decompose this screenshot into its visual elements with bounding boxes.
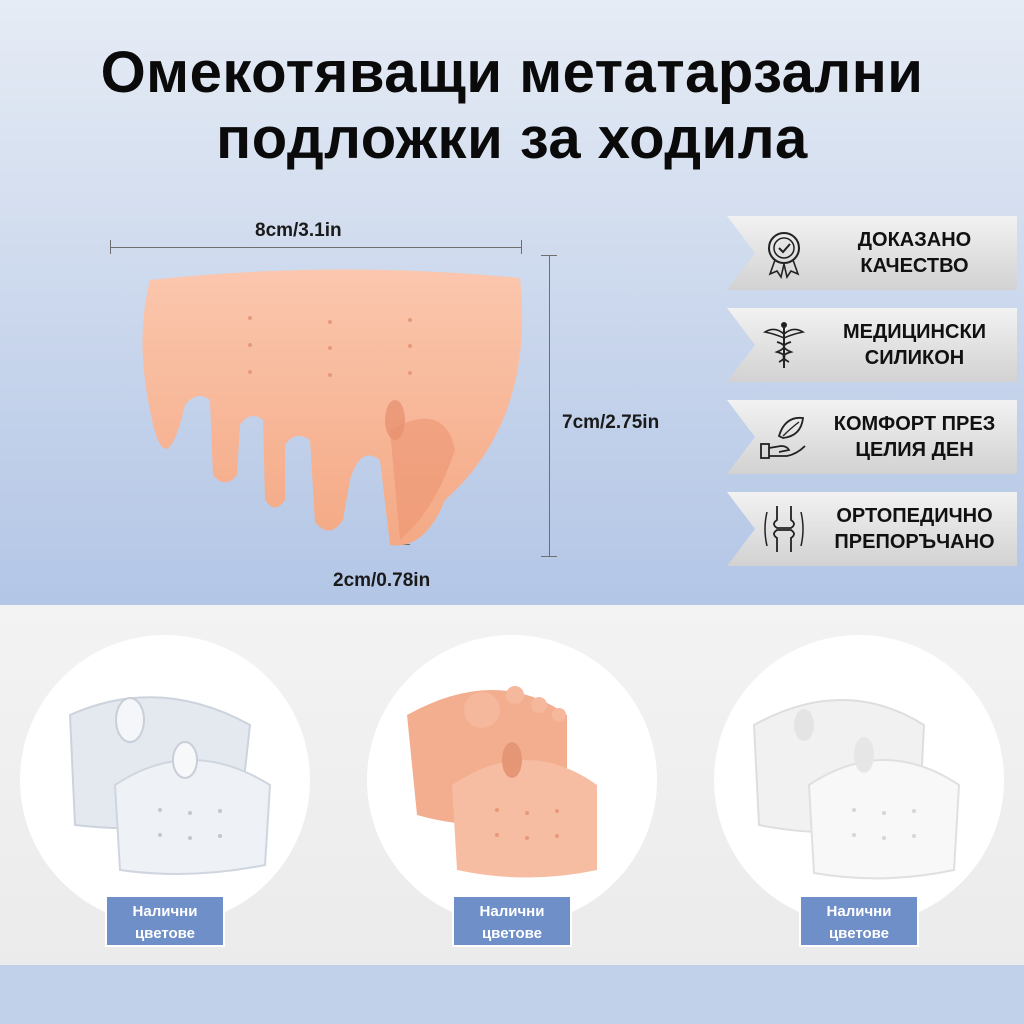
beige-pad-pair-illustration [407,686,597,878]
badge-line-2: ЦЕЛИЯ ДЕН [855,439,974,461]
badge-orthopedic-recommended: ОРТОПЕДИЧНО ПРЕПОРЪЧАНО [727,492,1017,566]
badge-text: ОРТОПЕДИЧНО ПРЕПОРЪЧАНО [817,492,1012,566]
badge-ribbon [727,492,1017,566]
badge-line-1: ДОКАЗАНО [857,229,972,251]
quality-seal-icon [768,232,800,279]
badge-text: КОМФОРТ ПРЕЗ ЦЕЛИЯ ДЕН [817,400,1012,474]
pill-line-2: цветове [134,925,196,942]
badge-text: МЕДИЦИНСКИ СИЛИКОН [817,308,1012,382]
variant-clear[interactable] [20,635,310,925]
gap-dimension-label: 2cm/0.78in [333,570,431,591]
pill-line-2: цветове [828,925,890,942]
height-dimension-line [549,255,550,557]
badge-line-1: ОРТОПЕДИЧНО [836,505,993,527]
variant-white[interactable] [714,635,1004,925]
width-dimension-tick-left [110,240,111,254]
metatarsal-pad-illustration [142,269,523,546]
badge-line-2: ПРЕПОРЪЧАНО [834,531,995,553]
footer-strip [0,965,1024,1024]
pill-line-1: Налични [479,903,545,920]
height-dimension-tick-bottom [541,556,557,557]
title-line-2: подложки за ходила [216,106,808,171]
badge-text: ДОКАЗАНО КАЧЕСТВО [817,216,1012,290]
badge-line-2: КАЧЕСТВО [860,255,969,277]
caduceus-icon [762,322,806,368]
variant-beige[interactable] [367,635,657,925]
hand-leaf-icon [760,416,806,459]
badge-proven-quality: ДОКАЗАНО КАЧЕСТВО [727,216,1017,290]
badge-line-1: КОМФОРТ ПРЕЗ [833,413,996,435]
pill-line-2: цветове [481,925,543,942]
width-dimension-label: 8cm/3.1in [255,220,342,241]
badge-all-day-comfort: КОМФОРТ ПРЕЗ ЦЕЛИЯ ДЕН [727,400,1017,474]
title-line-1: Омекотяващи метатарзални [100,40,924,105]
badge-ribbon [727,216,1017,290]
available-colors-label-beige: Налични цветове [452,895,572,947]
width-dimension-tick-right [521,240,522,254]
white-pad-pair-illustration [752,699,961,880]
height-dimension-label: 7cm/2.75in [562,412,660,433]
height-dimension-tick-top [541,255,557,256]
available-colors-label-clear: Налични цветове [105,895,225,947]
page-title: Омекотяващи метатарзални подложки за ход… [0,40,1024,172]
badge-line-2: СИЛИКОН [864,347,965,369]
available-colors-label-white: Налични цветове [799,895,919,947]
badge-medical-silicone: МЕДИЦИНСКИ СИЛИКОН [727,308,1017,382]
clear-pad-pair-illustration [68,696,272,875]
badge-ribbon [727,308,1017,382]
width-dimension-line [110,247,522,248]
pill-line-1: Налични [826,903,892,920]
pill-line-1: Налични [132,903,198,920]
badge-line-1: МЕДИЦИНСКИ [842,321,987,343]
joint-bone-icon [764,506,804,552]
